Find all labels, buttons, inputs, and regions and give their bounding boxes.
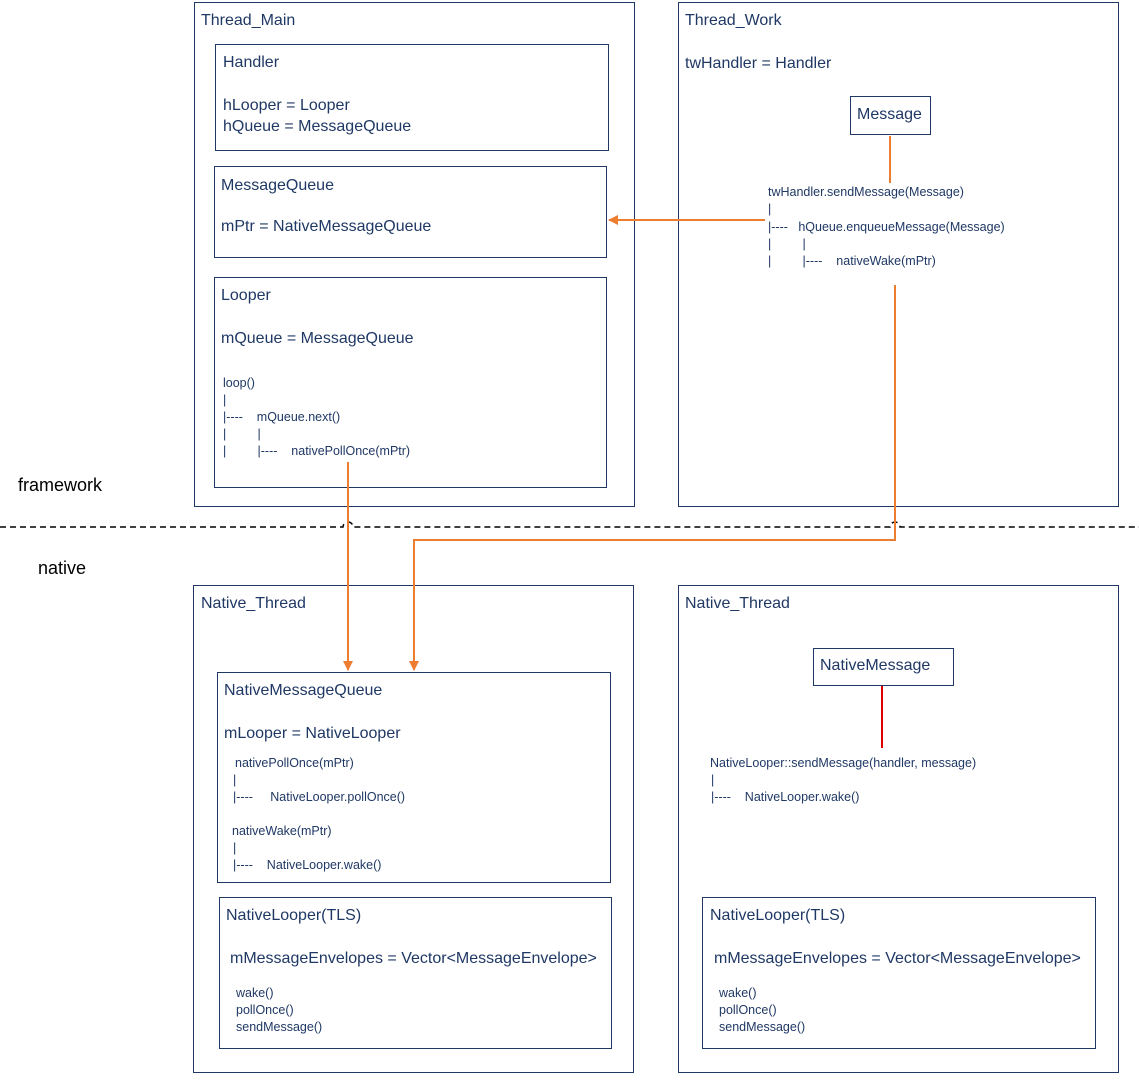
native-message-box: NativeMessage bbox=[813, 648, 954, 686]
thread-main-title: Thread_Main bbox=[201, 12, 296, 29]
looper-code-line: loop() bbox=[223, 376, 255, 390]
nmq-code-line: |---- NativeLooper.pollOnce() bbox=[233, 790, 406, 804]
native-thread-right-code-line: | bbox=[711, 773, 715, 787]
native-message-queue-title: NativeMessageQueue bbox=[224, 682, 383, 699]
thread-work-handler-field: twHandler = Handler bbox=[685, 55, 832, 72]
framework-native-divider bbox=[0, 521, 1139, 528]
thread-work-container: Thread_Work twHandler = Handler twHandle… bbox=[678, 2, 1119, 507]
native-looper-right-method: sendMessage() bbox=[719, 1020, 806, 1034]
native-thread-left-title: Native_Thread bbox=[201, 595, 306, 612]
native-looper-left-method: sendMessage() bbox=[236, 1020, 323, 1034]
native-message-queue-box: NativeMessageQueue mLooper = NativeLoope… bbox=[217, 672, 611, 883]
native-looper-left-method: pollOnce() bbox=[236, 1003, 294, 1017]
message-box: Message bbox=[850, 96, 931, 135]
looper-code-line: |---- mQueue.next() bbox=[223, 410, 341, 424]
native-thread-right-code-line: NativeLooper::sendMessage(handler, messa… bbox=[710, 756, 977, 770]
message-queue-box: MessageQueue mPtr = NativeMessageQueue bbox=[214, 166, 607, 258]
native-looper-right-method: wake() bbox=[719, 986, 757, 1000]
native-wake-arrow bbox=[409, 285, 896, 671]
thread-work-code-line: | | bbox=[768, 237, 806, 251]
native-looper-right-box: NativeLooper(TLS) mMessageEnvelopes = Ve… bbox=[702, 897, 1096, 1049]
native-looper-left-method: wake() bbox=[236, 986, 274, 1000]
native-looper-left-box: NativeLooper(TLS) mMessageEnvelopes = Ve… bbox=[219, 897, 612, 1049]
nmq-code-line: nativePollOnce(mPtr) bbox=[235, 756, 354, 770]
thread-work-code-line: |---- hQueue.enqueueMessage(Message) bbox=[768, 220, 1005, 234]
nmq-code-line: nativeWake(mPtr) bbox=[232, 824, 332, 838]
message-box-label: Message bbox=[857, 106, 922, 123]
framework-label: framework bbox=[18, 475, 103, 495]
native-thread-right-code-line: |---- NativeLooper.wake() bbox=[711, 790, 860, 804]
looper-box: Looper mQueue = MessageQueue loop() | |-… bbox=[214, 277, 607, 488]
thread-work-title: Thread_Work bbox=[685, 12, 782, 29]
nmq-code-line: | bbox=[233, 841, 237, 855]
thread-work-code-line: | bbox=[768, 202, 772, 216]
thread-work-code-line: | |---- nativeWake(mPtr) bbox=[768, 254, 936, 268]
native-looper-right-title: NativeLooper(TLS) bbox=[710, 907, 846, 924]
handler-box: Handler hLooper = Looper hQueue = Messag… bbox=[215, 44, 609, 151]
native-looper-left-envelopes-field: mMessageEnvelopes = Vector<MessageEnvelo… bbox=[230, 950, 597, 967]
native-label: native bbox=[38, 558, 87, 578]
handler-looper-field: hLooper = Looper bbox=[223, 97, 350, 114]
looper-code-line: | | bbox=[223, 427, 261, 441]
looper-queue-field: mQueue = MessageQueue bbox=[221, 330, 414, 347]
native-looper-right-method: pollOnce() bbox=[719, 1003, 777, 1017]
looper-code-line: | |---- nativePollOnce(mPtr) bbox=[223, 444, 411, 458]
handler-queue-field: hQueue = MessageQueue bbox=[223, 118, 412, 135]
message-queue-mptr-field: mPtr = NativeMessageQueue bbox=[221, 218, 432, 235]
nmq-code-line: |---- NativeLooper.wake() bbox=[233, 858, 382, 872]
native-looper-left-title: NativeLooper(TLS) bbox=[226, 907, 362, 924]
handler-title: Handler bbox=[223, 54, 280, 71]
native-looper-right-envelopes-field: mMessageEnvelopes = Vector<MessageEnvelo… bbox=[714, 950, 1081, 967]
native-thread-right-title: Native_Thread bbox=[685, 595, 790, 612]
native-message-label: NativeMessage bbox=[820, 657, 931, 674]
nmq-code-line: | bbox=[233, 773, 237, 787]
thread-work-code-line: twHandler.sendMessage(Message) bbox=[768, 185, 964, 199]
native-message-queue-looper-field: mLooper = NativeLooper bbox=[224, 725, 401, 742]
looper-code-line: | bbox=[223, 393, 227, 407]
message-queue-title: MessageQueue bbox=[221, 177, 334, 194]
looper-title: Looper bbox=[221, 287, 271, 304]
